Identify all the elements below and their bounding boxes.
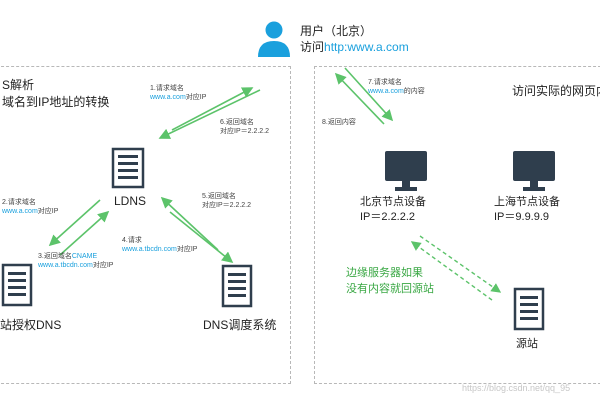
step-4-label: 4.请求 www.a.tbcdn.com对应IP [122,236,197,254]
shanghai-node-ip: IP＝9.9.9.9 [494,211,550,223]
beijing-node-ip: IP＝2.2.2.2 [360,211,416,223]
arrow-1 [158,89,261,139]
arrow-8 [334,72,385,125]
step-7-detail: www.a.com的内容 [368,87,425,96]
auth-dns-server-icon [1,263,33,307]
left-panel-title-1: S解析 [2,78,35,92]
step-3-suffix: 对应IP [92,262,114,270]
arrow-7 [344,67,394,122]
user-icon [258,21,290,57]
right-panel-title: 访问实际的网页内 [512,84,600,98]
visit-url[interactable]: http:www.a.com [324,40,409,54]
step-2-label: 2.请求域名 www.a.com对应IP [2,198,58,216]
step-7-link[interactable]: www.a.com [368,88,404,96]
step-7-title: 7.请求域名 [368,79,402,86]
origin-server-icon [513,287,545,331]
arrow-4 [169,211,234,264]
step-2-title: 2.请求域名 [2,199,36,206]
dns-resolution-panel [0,66,291,384]
shanghai-node-name: 上海节点设备 [494,196,560,208]
user-name: 用户（北京） [300,24,373,38]
user-visit-line: 访问http:www.a.com [300,40,409,55]
visit-prefix: 访问 [300,40,325,54]
shanghai-monitor-icon [513,151,555,191]
beijing-monitor-icon [385,151,427,191]
arrow-origin-up [410,241,493,301]
step-6-line-1: 6.返回域名 [220,119,254,126]
step-1-label: 1.请求域名 www.a.com对应IP [150,84,206,102]
arrow-6 [171,87,254,131]
step-2-link[interactable]: www.a.com [2,208,38,216]
step-2-suffix: 对应IP [37,208,59,216]
left-panel-title-2: 域名到IP地址的转换 [2,95,110,109]
step-5-line-1: 5.返回域名 [202,193,236,200]
step-7-label: 7.请求域名 www.a.com的内容 [368,78,425,96]
step-7-suffix: 的内容 [403,88,425,96]
step-4-detail: www.a.tbcdn.com对应IP [122,245,197,254]
origin-label: 源站 [516,338,538,350]
step-3-label: 3.返回域名CNAME www.a.tbcdn.com对应IP [38,252,113,270]
ldns-server-icon [111,147,145,189]
watermark: https://blog.csdn.net/qq_95 [462,383,571,393]
step-3-cname: CNAME [71,253,98,260]
step-3-detail: www.a.tbcdn.com对应IP [38,261,113,270]
arrow-5 [160,196,219,251]
step-3-link[interactable]: www.a.tbcdn.com [38,262,93,270]
step-3-prefix: 3.返回域名 [38,253,72,260]
ldns-label: LDNS [114,194,147,208]
step-3-title: 3.返回域名CNAME [38,252,113,261]
arrow-3 [59,210,110,256]
arrow-origin-down [419,235,502,293]
step-1-suffix: 对应IP [185,94,207,102]
step-5-label: 5.返回域名 对应IP＝2.2.2.2 [202,192,251,210]
dns-scheduler-server-icon [221,264,253,308]
step-4-title: 4.请求 [122,237,142,244]
step-4-suffix: 对应IP [176,246,198,254]
step-1-detail: www.a.com对应IP [150,93,206,102]
edge-note-line-2: 没有内容就回源站 [346,283,434,295]
auth-dns-label: 站授权DNS [0,318,62,332]
content-access-panel [314,66,600,384]
step-6-line-2: 对应IP＝2.2.2.2 [220,128,270,136]
arrow-2 [48,199,101,247]
step-1-link[interactable]: www.a.com [150,94,186,102]
dns-scheduler-label: DNS调度系统 [203,318,277,332]
beijing-node-name: 北京节点设备 [360,196,426,208]
step-1-title: 1.请求域名 [150,85,184,92]
step-4-link[interactable]: www.a.tbcdn.com [122,246,177,254]
step-6-label: 6.返回域名 对应IP＝2.2.2.2 [220,118,269,136]
step-5-line-2: 对应IP＝2.2.2.2 [202,202,252,210]
step-2-detail: www.a.com对应IP [2,207,58,216]
edge-note-line-1: 边缘服务器如果 [346,267,423,279]
step-8-label: 8.返回内容 [322,119,356,126]
